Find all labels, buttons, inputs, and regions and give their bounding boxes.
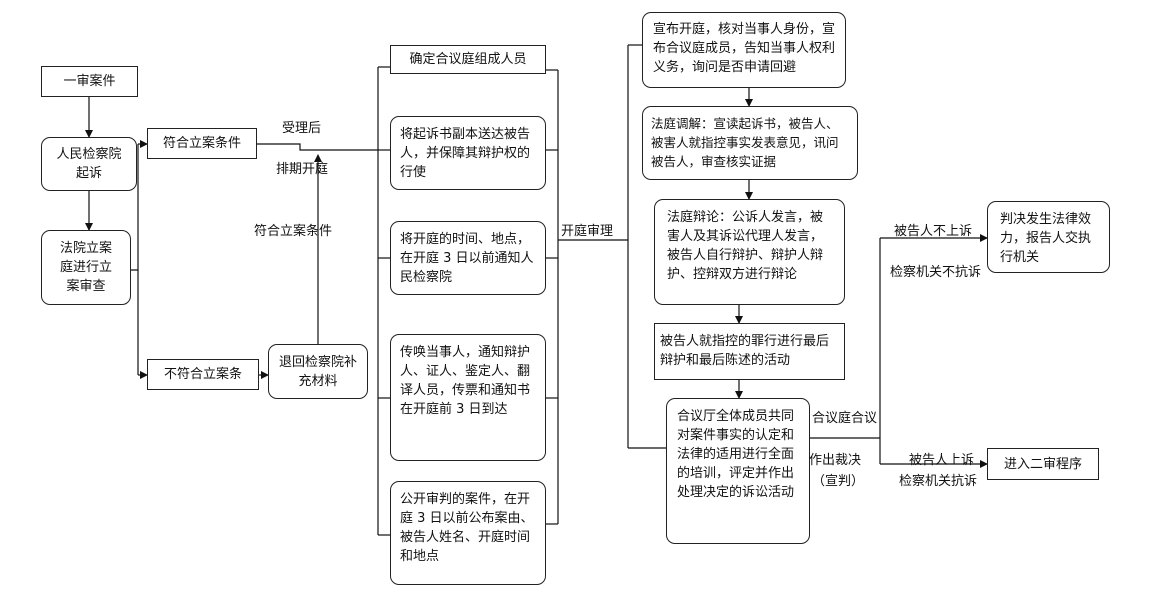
node-court-debate: 法庭辩论：公诉人发言，被害人及其诉讼代理人发言，被告人自行辩护、辩护人辩护、控辩… (654, 199, 845, 305)
node-not-meets-filing: 不符合立案条 (147, 359, 259, 390)
label-pronounce: （宣判） (812, 474, 865, 489)
label-appeal: 被告人上诉 (909, 453, 975, 468)
node-first-instance-case: 一审案件 (41, 66, 138, 97)
node-public-notice: 公开审判的案件，在开庭 3 日以前公布案由、被告人姓名、开庭时间和地点 (390, 481, 546, 585)
node-judgment-effective: 判决发生法律效力，报告人交执行机关 (987, 201, 1110, 273)
label-make-ruling: 作出裁决 (809, 453, 862, 468)
label-protest: 检察机关抗诉 (899, 474, 978, 489)
node-serve-indictment: 将起诉书副本送达被告人，并保障其辩护权的行使 (390, 116, 546, 190)
node-procuratorate-prosecution: 人民检察院起诉 (41, 137, 137, 191)
node-court-investigation: 法庭调解：宣读起诉书，被告人、被害人就指控事实发表意见，讯问被告人，审查核实证据 (642, 106, 858, 180)
node-confirm-panel: 确定合议庭组成人员 (390, 45, 546, 74)
line-meets-to-prep (257, 143, 378, 151)
label-after-acceptance: 受理后 (282, 121, 322, 136)
node-notify-procuratorate: 将开庭的时间、地点，在开庭 3 日以前通知人民检察院 (390, 221, 546, 295)
node-deliberation: 合议厅全体成员共同对案件事实的认定和法律的适用进行全面的培训，评定并作出处理决定… (666, 398, 810, 544)
node-court-filing-review: 法院立案庭进行立案审查 (41, 230, 131, 305)
label-no-appeal: 被告人不上诉 (894, 224, 973, 239)
node-return-supplement: 退回检察院补充材料 (268, 344, 368, 399)
node-second-instance: 进入二审程序 (987, 448, 1099, 480)
node-summon-parties: 传唤当事人，通知辩护人、证人、鉴定人、翻译人员，传票和通知书在开庭前 3 日到达 (390, 334, 546, 461)
label-panel-deliberation: 合议庭合议 (812, 411, 878, 426)
label-meets-condition: 符合立案条件 (254, 224, 333, 239)
node-meets-filing: 符合立案条件 (147, 128, 257, 159)
label-trial-hearing: 开庭审理 (561, 224, 614, 239)
node-open-court: 宣布开庭，核对当事人身份，宣布合议庭成员，告知当事人权利义务，询问是否申请回避 (642, 12, 846, 88)
label-schedule-trial: 排期开庭 (276, 162, 329, 177)
node-final-statement: 被告人就指控的罪行进行最后辩护和最后陈述的活动 (654, 323, 845, 380)
label-no-protest: 检察机关不抗诉 (890, 265, 982, 280)
